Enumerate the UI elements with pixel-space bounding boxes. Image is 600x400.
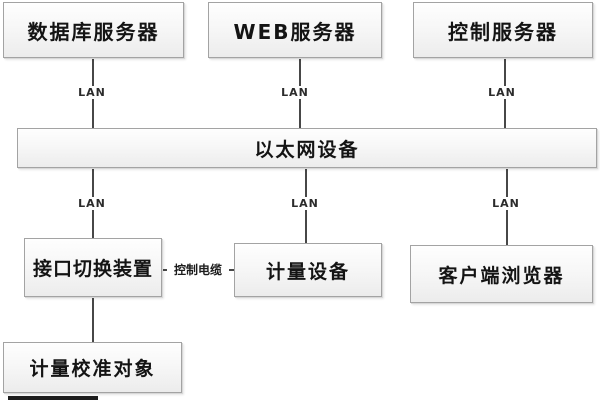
node-calibration-object: 计量校准对象 [3,342,182,393]
lan-label-control: LAN [485,86,519,99]
node-web-server: WEB服务器 [208,2,382,58]
node-ethernet-device: 以太网设备 [17,128,597,168]
node-metering-device: 计量设备 [234,243,382,297]
lan-label-metering: LAN [288,197,322,210]
node-client-browser: 客户端浏览器 [410,245,593,303]
node-control-server: 控制服务器 [413,2,593,58]
lan-label-web: LAN [278,86,312,99]
connector-switch-to-calibration [92,297,94,342]
control-cable-label: 控制电缆 [167,263,229,277]
lan-label-db: LAN [75,86,109,99]
node-interface-switch: 接口切换装置 [24,238,162,297]
bottom-edge-artifact [8,396,98,400]
lan-label-client: LAN [489,197,523,210]
node-database-server: 数据库服务器 [3,2,184,58]
lan-label-switch: LAN [75,197,109,210]
